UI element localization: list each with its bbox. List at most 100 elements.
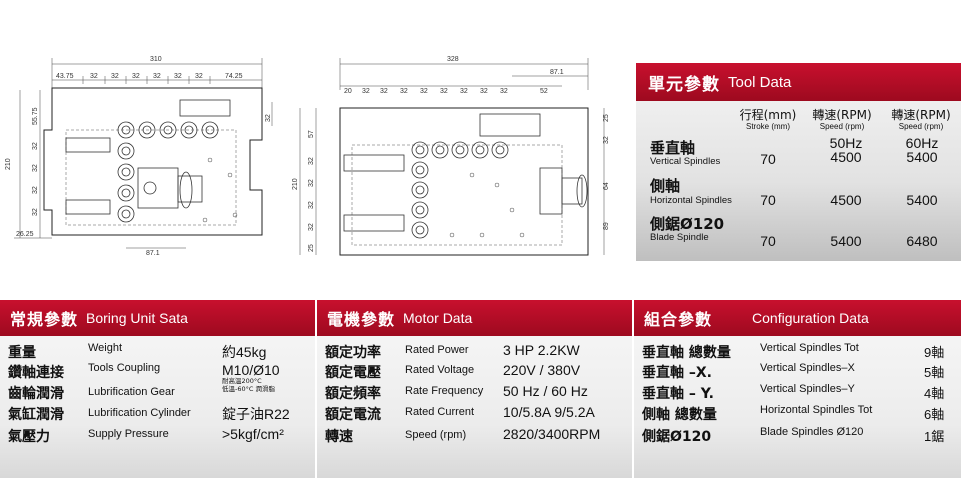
motor-title-en: Motor Data: [403, 310, 473, 326]
tool-data-header: 單元參數 Tool Data: [636, 63, 961, 101]
stroke-value: 70: [760, 233, 776, 249]
motor-row: 額定電流 Rated Current 10/5.8A 9/5.2A: [325, 404, 595, 423]
dim-top: 32: [420, 88, 428, 95]
dim-top: 32: [153, 73, 161, 80]
boring-title-zh: 常規參數: [10, 310, 79, 329]
boring-row: 鑽軸連接 Tools Coupling M10/Ø10: [8, 362, 280, 381]
note-high-temp: 耐高溫200°C: [222, 377, 262, 385]
note-low-temp: 低溫-60°C 潤滑脂: [222, 385, 275, 393]
dim-left-total: 210: [5, 158, 12, 170]
header-stroke: 行程(mm) Stroke (mm): [739, 108, 797, 131]
speed50-value: 4500: [830, 149, 862, 165]
dim-left: 57: [308, 130, 315, 138]
config-row: 垂直軸 – Y. Vertical Spindles–Y 4軸: [642, 383, 945, 402]
boring-unit-panel: 常規參數 Boring Unit Sata 重量 Weight 約45kg 鑽軸…: [0, 300, 315, 478]
motor-row: 額定功率 Rated Power 3 HP 2.2KW: [325, 342, 580, 361]
dim-top: 32: [195, 73, 203, 80]
dim-top: 32: [500, 88, 508, 95]
dim-left-total: 210: [292, 178, 299, 190]
config-row: 垂直軸 總數量 Vertical Spindles Tot 9軸: [642, 342, 945, 361]
dim-top: 32: [362, 88, 370, 95]
motor-row: 額定頻率 Rate Frequency 50 Hz / 60 Hz: [325, 383, 588, 402]
dim-bottom: 26.25: [16, 231, 34, 238]
dim-top-total: 328: [447, 56, 459, 63]
row-label-zh: 側軸: [650, 177, 681, 195]
dim-top: 32: [400, 88, 408, 95]
motor-row: 轉速 Speed (rpm) 2820/3400RPM: [325, 426, 601, 445]
dim-top: 32: [460, 88, 468, 95]
dim-top: 32: [380, 88, 388, 95]
dim-top: 43.75: [56, 73, 74, 80]
right-technical-drawing: 328 87.1 20 32 32 32 32 32 32 32 32 52 2…: [282, 50, 618, 262]
dim-right: 25: [603, 114, 610, 122]
dim-left: 32: [32, 186, 39, 194]
dim-left: 32: [308, 223, 315, 231]
row-label-en: Vertical Spindles: [650, 156, 721, 167]
speed50-value: 5400: [830, 233, 862, 249]
hz-50: 50Hz: [829, 135, 863, 151]
dim-left: 32: [32, 142, 39, 150]
hz-60: 60Hz: [905, 135, 939, 151]
boring-row: 氣壓力 Supply Pressure >5kgf/cm²: [8, 426, 284, 445]
left-drawing-svg: 310 43.75 32 32 32 32 32 32 74.25 210 55…: [5, 56, 273, 257]
dim-top: 87.1: [550, 69, 564, 76]
tool-title-en: Tool Data: [728, 73, 792, 91]
dim-top: 52: [540, 88, 548, 95]
right-drawing-svg: 328 87.1 20 32 32 32 32 32 32 32 32 52 2…: [292, 56, 610, 256]
left-technical-drawing: 310 43.75 32 32 32 32 32 32 74.25 210 55…: [0, 50, 290, 260]
dim-top: 32: [132, 73, 140, 80]
dim-right: 89: [603, 222, 610, 230]
dim-left: 25: [308, 244, 315, 252]
speed60-value: 5400: [906, 149, 938, 165]
motor-panel: 電機參數 Motor Data 額定功率 Rated Power 3 HP 2.…: [317, 300, 632, 478]
config-row: 垂直軸 –X. Vertical Spindles–X 5軸: [642, 362, 945, 381]
speed50-value: 4500: [830, 192, 862, 208]
tool-title-zh: 單元參數: [648, 74, 720, 95]
dim-left: 32: [308, 179, 315, 187]
dim-right: 32: [265, 114, 272, 122]
boring-row: 氣缸潤滑 Lubrification Cylinder 錠子油R22: [8, 406, 290, 423]
dim-left: 55.75: [32, 107, 39, 125]
dim-right: 64: [603, 182, 610, 190]
dim-left: 32: [308, 157, 315, 165]
dim-left: 32: [308, 201, 315, 209]
dim-bottom: 87.1: [146, 250, 160, 257]
boring-row: 齒輪潤滑 Lubrification Gear 耐高溫200°C 低溫-60°C…: [8, 377, 275, 402]
config-header: 組合參數 Configuration Data: [634, 300, 961, 336]
row-label-zh: 側鋸Ø120: [650, 215, 725, 233]
motor-header: 電機參數 Motor Data: [317, 300, 632, 336]
dim-left: 32: [32, 164, 39, 172]
dim-top: 32: [480, 88, 488, 95]
boring-title-en: Boring Unit Sata: [86, 310, 188, 326]
stroke-value: 70: [760, 151, 776, 167]
motor-title-zh: 電機參數: [327, 310, 396, 329]
boring-header: 常規參數 Boring Unit Sata: [0, 300, 315, 336]
dim-top-total: 310: [150, 56, 162, 63]
config-title-zh: 組合參數: [644, 310, 713, 329]
dim-top: 32: [111, 73, 119, 80]
dim-top: 32: [90, 73, 98, 80]
dim-top: 74.25: [225, 73, 243, 80]
config-row: 側鋸Ø120 Blade Spindles Ø120 1鋸: [642, 426, 945, 445]
header-speed-60: 轉速(RPM) Speed (rpm): [891, 108, 951, 131]
stroke-value: 70: [760, 192, 776, 208]
dim-left: 32: [32, 208, 39, 216]
dim-top: 20: [344, 88, 352, 95]
header-speed-50: 轉速(RPM) Speed (rpm): [812, 108, 872, 131]
configuration-panel: 組合參數 Configuration Data 垂直軸 總數量 Vertical…: [634, 300, 961, 478]
motor-row: 額定電壓 Rated Voltage 220V / 380V: [325, 362, 581, 381]
panel-divider: [632, 300, 634, 478]
row-label-en: Blade Spindle: [650, 232, 709, 243]
dim-top: 32: [440, 88, 448, 95]
dim-top: 32: [174, 73, 182, 80]
speed60-value: 6480: [906, 233, 938, 249]
boring-row: 重量 Weight 約45kg: [8, 342, 267, 361]
speed60-value: 5400: [906, 192, 938, 208]
row-label-zh: 垂直軸: [650, 139, 696, 157]
config-title-en: Configuration Data: [752, 310, 869, 326]
row-label-en: Horizontal Spindles: [650, 195, 732, 206]
tool-data-panel: 單元參數 Tool Data 行程(mm) Stroke (mm) 轉速(RPM…: [636, 63, 961, 261]
dim-right: 32: [603, 136, 610, 144]
panel-divider: [315, 300, 317, 478]
config-row: 側軸 總數量 Horizontal Spindles Tot 6軸: [642, 404, 945, 423]
